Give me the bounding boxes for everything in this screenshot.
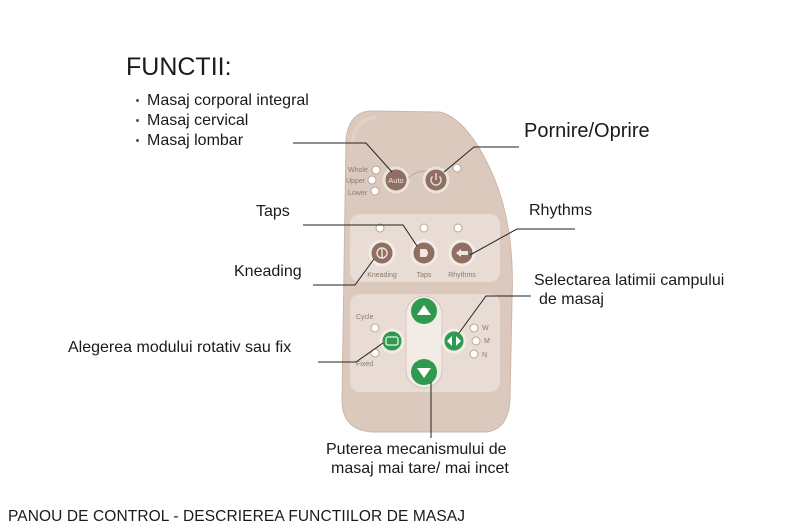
rhythms-callout: Rhythms [529, 202, 593, 219]
functions-title: FUNCTII: [126, 53, 232, 81]
rhythms-small-label: Rhythms [448, 272, 476, 279]
led-power [452, 163, 462, 173]
auto-button-label: Auto [388, 176, 403, 185]
callout-lines [293, 142, 575, 438]
taps-callout: Taps [256, 203, 290, 220]
function-item: Masaj cervical [136, 112, 248, 130]
strength-callout-line1: Puterea mecanismului de [326, 441, 507, 458]
kneading-small-label: Kneading [367, 272, 397, 279]
fixed-label: Fixed [356, 361, 373, 368]
bullet-icon [136, 99, 139, 103]
kneading-icon [376, 247, 388, 259]
auto-button[interactable] [382, 166, 410, 194]
width-callout-line1: Selectarea latimii campului [534, 272, 725, 289]
line-power [443, 146, 519, 173]
auto-group: Whole Upper Lower Auto [346, 163, 462, 197]
led-whole-label: Whole [348, 167, 368, 174]
bullet-icon [136, 139, 139, 143]
led-upper [367, 175, 377, 185]
line-rhythms [469, 228, 575, 256]
led-upper-label: Upper [346, 178, 366, 185]
line-width [458, 295, 531, 334]
strength-callout-line2: masaj mai tare/ mai incet [331, 460, 509, 477]
footer-caption: PANOU DE CONTROL - DESCRIEREA FUNCTIILOR… [8, 508, 466, 525]
power-callout: Pornire/Oprire [524, 120, 650, 142]
rectangle-icon [385, 336, 399, 346]
mode-group: Kneading Taps Rhythms [367, 223, 476, 279]
cycle-button[interactable] [379, 328, 405, 354]
led-lower-label: Lower [348, 190, 368, 197]
line-rotative [318, 342, 384, 363]
taps-small-label: Taps [417, 272, 432, 279]
function-item: Masaj lombar [136, 132, 243, 150]
width-m-label: M [484, 338, 490, 345]
width-button[interactable] [441, 328, 467, 354]
rhythms-icon [456, 249, 468, 257]
function-item: Masaj corporal integral [136, 92, 309, 110]
led-lower [370, 186, 380, 196]
taps-icon [420, 249, 428, 257]
kneading-callout: Kneading [234, 263, 302, 280]
width-callout-line2: de masaj [539, 291, 604, 308]
control-group: Cycle Fixed W M N [356, 295, 490, 389]
line-auto [293, 142, 393, 173]
width-w-label: W [482, 325, 489, 332]
cycle-label: Cycle [356, 314, 374, 321]
function-label: Masaj corporal integral [147, 92, 309, 109]
width-n-label: N [482, 352, 487, 359]
led-whole [371, 165, 381, 175]
function-label: Masaj lombar [147, 132, 244, 149]
line-kneading [313, 258, 375, 286]
up-arrow-icon [417, 305, 431, 315]
rotative-callout: Alegerea modului rotativ sau fix [68, 339, 292, 356]
left-right-arrows-icon [447, 336, 461, 346]
power-icon [430, 173, 442, 186]
down-arrow-icon [417, 368, 431, 378]
bullet-icon [136, 119, 139, 123]
line-taps [303, 224, 418, 247]
function-label: Masaj cervical [147, 112, 249, 129]
